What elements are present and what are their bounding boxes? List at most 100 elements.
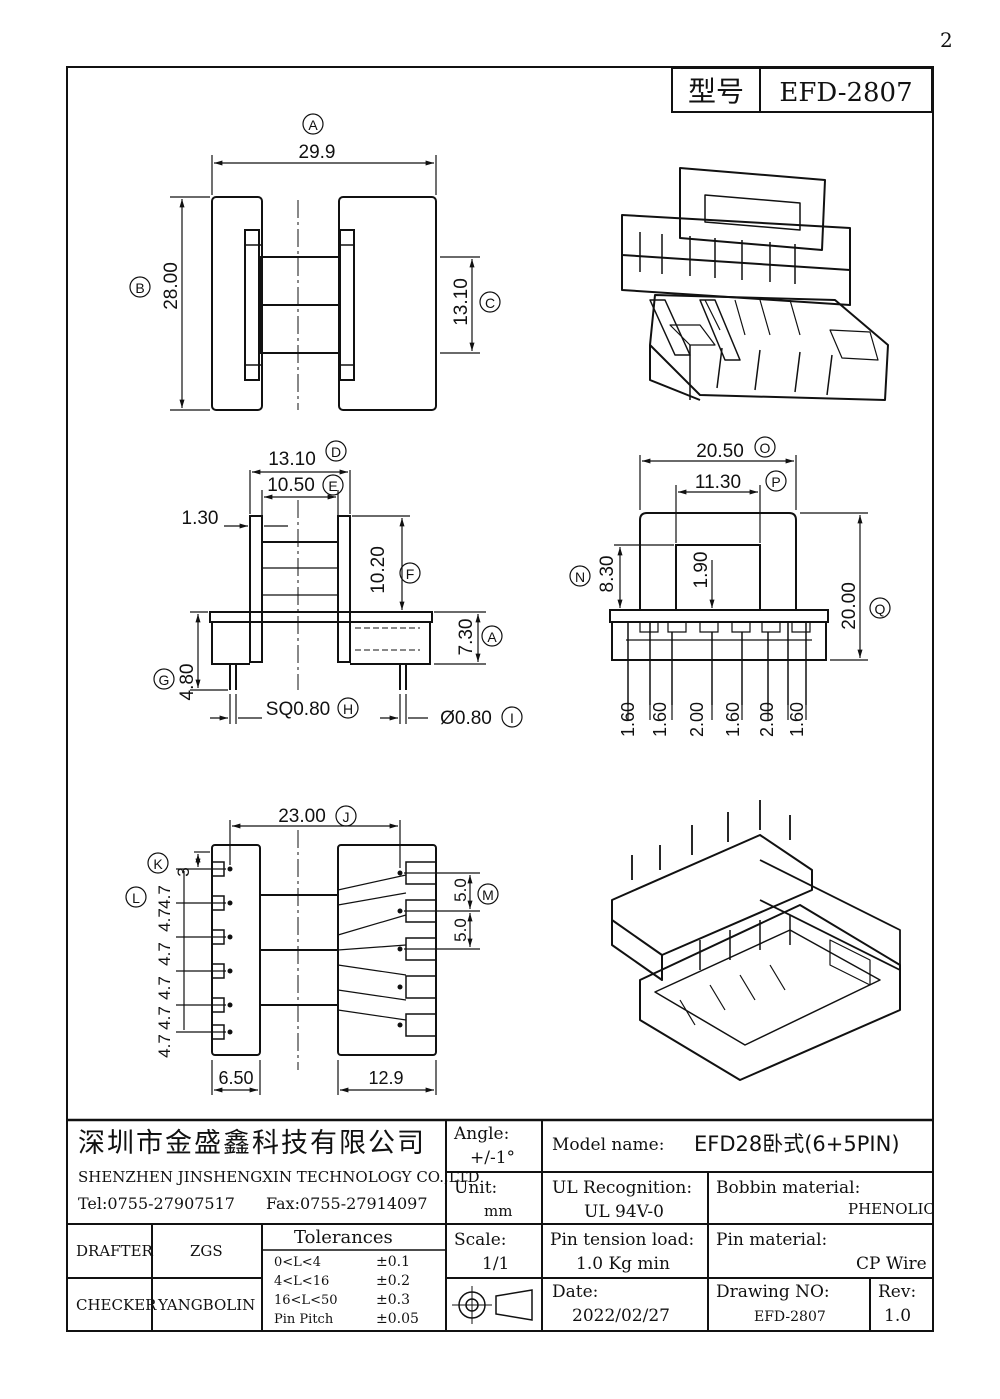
dim-E-value: 10.50 (267, 475, 315, 496)
title-box: 型号 EFD-2807 (671, 67, 933, 113)
svg-text:B: B (135, 280, 144, 296)
dim-I-value: Ø0.80 (440, 708, 492, 729)
dim-G-value: 4.80 (177, 664, 198, 701)
bubble-A-side: A (481, 625, 503, 647)
bobbin-label: Bobbin material: (716, 1178, 861, 1198)
dim-J-value: 23.00 (278, 806, 326, 827)
bottom-pin-dots (227, 866, 403, 1035)
tol-value: ±0.3 (376, 1292, 410, 1308)
dim-7.30-value: 7.30 (456, 619, 477, 656)
tolerances-title: Tolerances (294, 1227, 393, 1248)
dim-M2-value: 5.0 (451, 918, 470, 942)
bubble-M: M (477, 883, 499, 905)
svg-text:C: C (485, 295, 495, 311)
tol-value: ±0.05 (376, 1311, 419, 1327)
svg-text:4.7: 4.7 (155, 976, 174, 1000)
svg-text:4.7: 4.7 (155, 1006, 174, 1030)
drawing-frame (66, 66, 934, 1332)
pin-pitch-labels: 1.60 1.60 2.00 1.60 2.00 1.60 (618, 702, 807, 737)
tol-value: ±0.1 (376, 1254, 410, 1270)
svg-text:D: D (331, 444, 341, 460)
rev-label: Rev: (878, 1282, 917, 1302)
svg-text:J: J (343, 809, 350, 825)
unit-value: mm (484, 1202, 513, 1220)
dim-L-sequence: 4.7 4.7 4.7 4.7 4.7 (155, 908, 174, 1058)
unit-label: Unit: (454, 1178, 498, 1198)
svg-text:4.7: 4.7 (155, 1034, 174, 1058)
bubble-B: B (129, 276, 151, 298)
checker-value: YANGBOLIN (158, 1296, 256, 1314)
svg-text:M: M (482, 887, 494, 903)
dim-L-value: 4.7 (155, 885, 174, 909)
svg-text:1.60: 1.60 (787, 702, 807, 737)
title-block-grid (66, 1118, 934, 1332)
side-winding (261, 541, 339, 623)
svg-text:A: A (308, 117, 318, 133)
isometric-view-top (621, 167, 889, 401)
flange-left (211, 196, 263, 411)
drafter-label: DRAFTER (76, 1242, 153, 1260)
svg-text:2.00: 2.00 (687, 702, 707, 737)
tol-range: 16<L<50 (274, 1293, 338, 1308)
date-value: 2022/02/27 (572, 1306, 670, 1326)
svg-text:I: I (510, 710, 514, 726)
svg-text:Q: Q (875, 601, 886, 617)
dim-C-value: 13.10 (451, 278, 472, 326)
svg-text:F: F (406, 566, 415, 582)
model-label: Model name: (552, 1135, 665, 1155)
model-value: EFD28卧式(6+5PIN) (694, 1132, 900, 1156)
title-model: EFD-2807 (779, 78, 912, 108)
dim-1.90-value: 1.90 (691, 552, 712, 589)
svg-text:1.60: 1.60 (618, 702, 638, 737)
dims-front (614, 455, 868, 720)
angle-value: +/-1° (470, 1148, 516, 1168)
dim-12.9-value: 12.9 (368, 1068, 403, 1088)
svg-text:E: E (328, 478, 337, 494)
view-front (609, 512, 829, 705)
scale-label: Scale: (454, 1230, 507, 1250)
dim-M1-value: 5.0 (451, 878, 470, 902)
dim-B-value: 28.00 (161, 262, 182, 310)
dim-D-value: 13.10 (268, 449, 316, 470)
isometric-view-bottom (611, 800, 901, 1081)
dim-O-value: 20.50 (696, 441, 744, 462)
checker-label: CHECKER (76, 1296, 157, 1314)
bubble-N: N (569, 565, 591, 587)
bubble-P: P (765, 470, 787, 492)
bubble-L: L (125, 886, 147, 908)
company-name-en: SHENZHEN JINSHENGXIN TECHNOLOGY CO.,LTD (78, 1168, 480, 1186)
svg-text:4.7: 4.7 (155, 908, 174, 932)
dim-Q-value: 20.00 (839, 582, 860, 630)
tol-range: Pin Pitch (274, 1312, 334, 1327)
view-side (209, 500, 433, 690)
pin-material-label: Pin material: (716, 1230, 828, 1250)
dim-P-value: 11.30 (695, 472, 741, 493)
dim-K-value: 3 (174, 867, 193, 876)
bubble-K: K (147, 852, 169, 874)
dim-6.50-value: 6.50 (218, 1068, 253, 1088)
company-fax: Fax:0755-27914097 (266, 1194, 428, 1213)
tol-value: ±0.2 (376, 1273, 410, 1289)
svg-text:1.60: 1.60 (723, 702, 743, 737)
svg-text:K: K (153, 856, 163, 872)
drafter-value: ZGS (190, 1242, 223, 1260)
bubble-G: G (153, 668, 175, 690)
drawing-no-label: Drawing NO: (716, 1282, 830, 1302)
dim-N-value: 8.30 (597, 556, 618, 593)
svg-text:A: A (487, 629, 497, 645)
pin-tension-value: 1.0 Kg min (576, 1254, 670, 1274)
bubble-Q: Q (869, 597, 891, 619)
rev-value: 1.0 (884, 1306, 912, 1326)
pin-tension-label: Pin tension load: (550, 1230, 695, 1250)
bubble-F: F (399, 562, 421, 584)
title-label: 型号 (688, 75, 744, 108)
svg-text:G: G (159, 672, 170, 688)
bubble-H: H (337, 697, 359, 719)
date-label: Date: (552, 1282, 599, 1302)
svg-text:4.7: 4.7 (155, 942, 174, 966)
dim-F-value: 10.20 (368, 546, 389, 594)
svg-text:P: P (771, 474, 780, 490)
dim-1.30-value: 1.30 (182, 508, 219, 529)
company-tel: Tel:0755-27907517 (78, 1194, 235, 1213)
svg-text:N: N (575, 569, 585, 585)
